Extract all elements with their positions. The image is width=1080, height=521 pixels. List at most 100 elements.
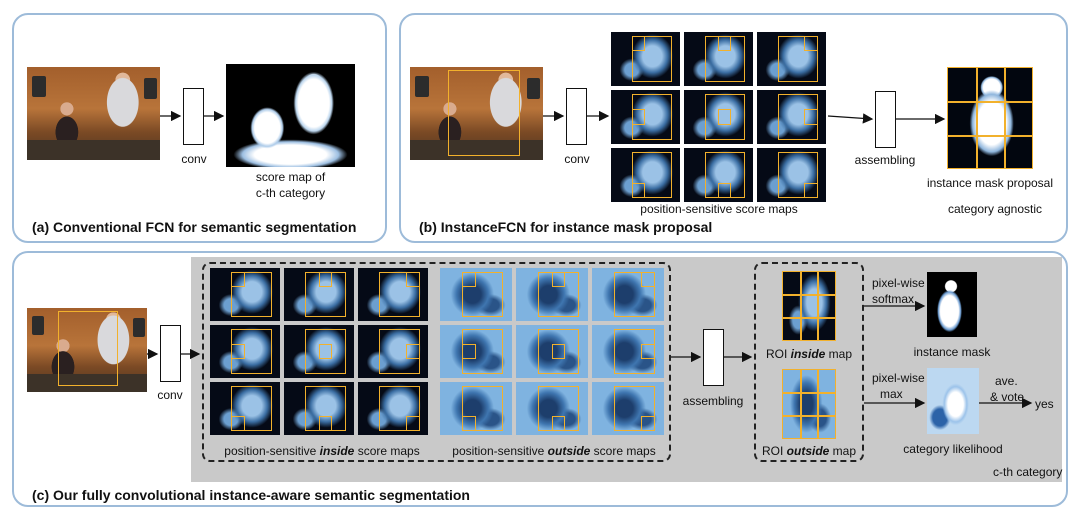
outside-maps-label: position-sensitive outside score maps xyxy=(452,444,656,458)
b-bin-2-0 xyxy=(631,182,646,198)
b-roi-0-2 xyxy=(777,36,818,82)
assembling-label-c: assembling xyxy=(682,394,744,408)
b-bin-1-1 xyxy=(718,109,732,125)
c-inside-map-0-0 xyxy=(210,268,280,321)
c-inside-map-1-0 xyxy=(210,325,280,378)
c-inside-bin-2-1 xyxy=(318,415,333,431)
c-inside-roi-1-1 xyxy=(305,329,346,374)
roi-box-c xyxy=(58,311,118,386)
arrow-b3 xyxy=(827,113,874,124)
c-inside-roi-2-2 xyxy=(379,386,420,431)
b-map-1-0 xyxy=(611,90,680,144)
b-map-0-2 xyxy=(757,32,826,86)
b-bin-0-2 xyxy=(804,36,818,52)
conv-block-c xyxy=(160,325,181,382)
b-map-1-2 xyxy=(757,90,826,144)
b-map-2-0 xyxy=(611,148,680,202)
c-inside-bin-1-0 xyxy=(231,344,245,359)
c-outside-bin-1-2 xyxy=(641,344,656,359)
c-outside-map-0-2 xyxy=(592,268,664,321)
score-map-label-a: score map of xyxy=(255,170,326,184)
c-inside-bin-2-0 xyxy=(231,415,245,431)
agnostic-label: category agnostic xyxy=(947,202,1043,216)
c-outside-map-2-2 xyxy=(592,382,664,435)
input-image-c xyxy=(27,308,147,392)
roi-inside-label: ROI inside map xyxy=(765,347,853,361)
c-inside-bin-1-2 xyxy=(406,344,420,359)
c-outside-bin-2-2 xyxy=(641,415,656,431)
c-inside-roi-0-2 xyxy=(379,272,420,317)
b-roi-1-1 xyxy=(704,94,745,140)
yes-label: yes xyxy=(1035,397,1054,411)
maps-label-b: position-sensitive score maps xyxy=(640,202,798,216)
b-bin-0-1 xyxy=(718,36,732,52)
softmax-label2: softmax xyxy=(872,292,915,306)
b-bin-1-2 xyxy=(804,109,818,125)
panel-c-title: (c) Our fully convolutional instance-awa… xyxy=(32,487,470,503)
c-outside-map-0-0 xyxy=(440,268,512,321)
b-bin-2-2 xyxy=(804,182,818,198)
roi-inside-map xyxy=(782,271,836,341)
roi-maps-group xyxy=(754,262,864,462)
instance-mask-output xyxy=(927,272,977,337)
b-map-2-2 xyxy=(757,148,826,202)
c-outside-roi-0-2 xyxy=(613,272,656,317)
assembling-label-b: assembling xyxy=(854,153,916,167)
softmax-label1: pixel-wise xyxy=(872,276,925,290)
c-inside-bin-0-0 xyxy=(231,272,245,288)
b-bin-1-0 xyxy=(631,109,646,125)
c-outside-map-2-0 xyxy=(440,382,512,435)
proposal-grid xyxy=(947,67,1033,169)
conv-label-c: conv xyxy=(157,388,183,402)
assembling-block-c xyxy=(703,329,724,386)
c-outside-bin-0-0 xyxy=(461,272,476,288)
c-outside-bin-0-1 xyxy=(551,272,566,288)
c-outside-roi-2-0 xyxy=(461,386,504,431)
conv-label-a: conv xyxy=(181,152,207,166)
c-inside-bin-2-2 xyxy=(406,415,420,431)
proposal-label: instance mask proposal xyxy=(926,176,1054,190)
roi-outside-label: ROI outside map xyxy=(761,444,857,458)
roi-box-b xyxy=(448,70,520,156)
category-label: c-th category xyxy=(993,465,1063,479)
score-map-a xyxy=(226,64,355,167)
vote-label2: & vote xyxy=(990,390,1025,404)
c-inside-bin-1-1 xyxy=(318,344,333,359)
c-outside-bin-1-1 xyxy=(551,344,566,359)
c-outside-roi-0-0 xyxy=(461,272,504,317)
roi-inside-grid xyxy=(782,271,836,341)
assembling-block-b xyxy=(875,91,896,148)
c-inside-map-0-2 xyxy=(358,268,428,321)
c-inside-bin-0-2 xyxy=(406,272,420,288)
vote-label1: ave. xyxy=(995,374,1018,388)
c-outside-map-1-0 xyxy=(440,325,512,378)
max-label2: max xyxy=(880,387,903,401)
conv-block-b xyxy=(566,88,587,145)
b-roi-2-0 xyxy=(631,152,672,198)
c-inside-roi-2-0 xyxy=(231,386,272,431)
c-outside-bin-0-2 xyxy=(641,272,656,288)
c-outside-bin-2-1 xyxy=(551,415,566,431)
c-inside-map-2-2 xyxy=(358,382,428,435)
roi-outside-grid xyxy=(782,369,836,439)
conv-label-b: conv xyxy=(564,152,590,166)
category-likelihood-label: category likelihood xyxy=(903,442,1003,456)
c-outside-bin-1-0 xyxy=(461,344,476,359)
input-image-a xyxy=(27,67,160,160)
score-maps-group xyxy=(202,262,671,462)
b-roi-0-0 xyxy=(631,36,672,82)
c-outside-roi-2-2 xyxy=(613,386,656,431)
c-inside-map-2-0 xyxy=(210,382,280,435)
c-inside-map-1-2 xyxy=(358,325,428,378)
score-map-label2-a: c-th category xyxy=(255,186,326,200)
panel-a-title: (a) Conventional FCN for semantic segmen… xyxy=(32,219,357,235)
b-map-0-0 xyxy=(611,32,680,86)
c-inside-bin-0-1 xyxy=(318,272,333,288)
conv-block-a xyxy=(183,88,204,145)
max-label1: pixel-wise xyxy=(872,371,925,385)
panel-b-title: (b) InstanceFCN for instance mask propos… xyxy=(419,219,713,235)
c-outside-map-1-2 xyxy=(592,325,664,378)
b-bin-2-1 xyxy=(718,182,732,198)
instance-mask-proposal xyxy=(947,67,1033,169)
